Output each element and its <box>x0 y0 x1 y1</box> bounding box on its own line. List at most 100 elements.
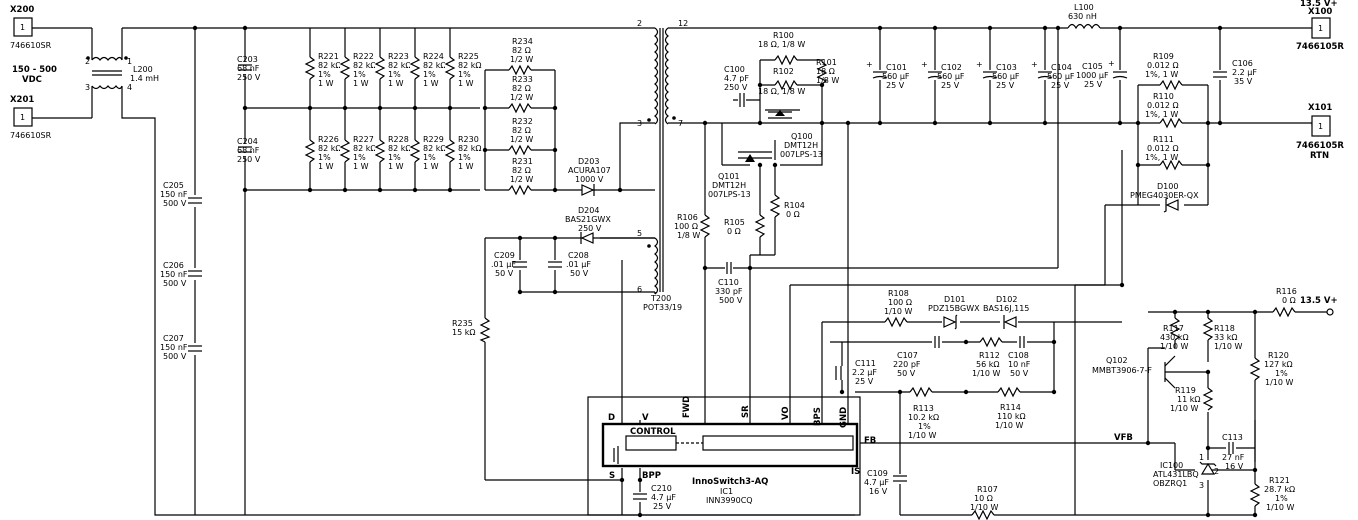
transistor-q102: Q102 MMBT3906-7-F <box>1092 355 1176 389</box>
svg-text:250 V: 250 V <box>578 224 602 233</box>
svg-text:50 V: 50 V <box>1010 369 1029 378</box>
cap-c209: C209 .01 µF 50 V <box>491 251 527 278</box>
value-label: 1 W <box>388 162 404 171</box>
svg-text:R104: R104 <box>784 201 805 210</box>
svg-text:+: + <box>921 60 928 69</box>
svg-text:3: 3 <box>1199 481 1204 490</box>
value-label: 1 W <box>353 162 369 171</box>
svg-text:C110: C110 <box>718 278 739 287</box>
svg-text:INN3990CQ: INN3990CQ <box>706 496 753 505</box>
svg-text:1/10 W: 1/10 W <box>1170 404 1199 413</box>
svg-text:1/8 W: 1/8 W <box>677 231 700 240</box>
svg-text:C204: C204 <box>237 137 258 146</box>
ref-label: R221 <box>318 52 339 61</box>
resistor-r109: R109 0.012 Ω 1%, 1 W <box>1145 52 1183 91</box>
value-label: 1% <box>318 70 331 79</box>
resistor-r117: R117 430 kΩ 1/10 W <box>1160 317 1189 351</box>
svg-text:1%: 1% <box>1275 494 1288 503</box>
svg-text:+: + <box>976 60 983 69</box>
svg-text:C100: C100 <box>724 65 745 74</box>
svg-text:C107: C107 <box>897 351 918 360</box>
svg-text:33 kΩ: 33 kΩ <box>1214 333 1237 342</box>
svg-text:10 nF: 10 nF <box>1008 360 1031 369</box>
diode-d100: D100 PMEG4030ER-QX <box>1130 182 1199 213</box>
svg-text:R100: R100 <box>773 31 794 40</box>
cap-c106: C106 2.2 µF 35 V <box>1213 59 1257 86</box>
value-label: 25 V <box>886 81 905 90</box>
svg-text:16 V: 16 V <box>869 487 888 496</box>
svg-text:T200: T200 <box>650 294 671 303</box>
svg-text:0.012 Ω: 0.012 Ω <box>1147 61 1179 70</box>
value-label: 82 kΩ <box>458 61 481 70</box>
svg-text:1%: 1% <box>1275 369 1288 378</box>
svg-text:007LPS-13: 007LPS-13 <box>708 190 751 199</box>
svg-text:.01 µF: .01 µF <box>491 260 516 269</box>
svg-text:5: 5 <box>637 229 642 238</box>
svg-text:1/10 W: 1/10 W <box>970 503 999 512</box>
svg-text:13.5 V+: 13.5 V+ <box>1300 296 1338 306</box>
svg-text:2.2 µF: 2.2 µF <box>852 368 877 377</box>
svg-text:DMT12H: DMT12H <box>784 141 818 150</box>
svg-text:2: 2 <box>637 19 642 28</box>
svg-text:150 nF: 150 nF <box>160 343 188 352</box>
svg-text:13.5 V+: 13.5 V+ <box>1300 0 1338 9</box>
svg-text:C207: C207 <box>163 334 184 343</box>
svg-text:C206: C206 <box>163 261 184 270</box>
svg-text:D102: D102 <box>996 295 1017 304</box>
ref-label: C101 <box>886 63 907 72</box>
connector-x100: 1 13.5 V+ X100 7466105R <box>1296 0 1344 52</box>
mosfet-q101: Q101 DMT12H 007LPS-13 <box>708 151 772 199</box>
svg-text:18 Ω, 1/8 W: 18 Ω, 1/8 W <box>758 40 805 49</box>
svg-text:1: 1 <box>1199 453 1204 462</box>
svg-text:BAS16J,115: BAS16J,115 <box>983 304 1029 313</box>
svg-text:1/10 W: 1/10 W <box>1266 503 1295 512</box>
resistor-r114: R114 110 kΩ 1/10 W <box>995 386 1026 430</box>
svg-text:500 V: 500 V <box>163 279 187 288</box>
resistor-r105: R105 0 Ω <box>724 214 766 238</box>
ref-label: R228 <box>388 135 409 144</box>
svg-text:10 Ω: 10 Ω <box>974 494 993 503</box>
resistor-r113: R113 10.2 kΩ 1% 1/10 W <box>908 386 939 440</box>
svg-text:16 V: 16 V <box>1225 462 1244 471</box>
ref-label: X200 <box>10 5 34 15</box>
svg-text:IS: IS <box>851 467 860 477</box>
svg-text:1/10 W: 1/10 W <box>884 307 913 316</box>
svg-text:GND: GND <box>839 407 849 428</box>
svg-text:BAS21GWX: BAS21GWX <box>565 215 611 224</box>
cap-c203: C203 68 nF 250 V <box>237 55 261 82</box>
input-voltage-line2: VDC <box>22 75 42 85</box>
svg-text:VO: VO <box>781 406 791 420</box>
svg-text:+: + <box>1031 60 1038 69</box>
svg-text:InnoSwitch3-AQ: InnoSwitch3-AQ <box>692 477 768 487</box>
value-label: 82 kΩ <box>458 144 481 153</box>
svg-text:+: + <box>1108 59 1115 68</box>
svg-text:1%, 1 W: 1%, 1 W <box>1145 110 1178 119</box>
svg-text:C111: C111 <box>855 359 876 368</box>
svg-text:L200: L200 <box>133 65 153 74</box>
svg-text:D204: D204 <box>578 206 599 215</box>
cap-c204: C204 68 nF 250 V <box>237 137 261 164</box>
svg-text:R102: R102 <box>773 67 794 76</box>
svg-text:2.2 µF: 2.2 µF <box>1232 68 1257 77</box>
svg-text:IC1: IC1 <box>720 487 733 496</box>
svg-text:R111: R111 <box>1153 135 1174 144</box>
svg-text:V: V <box>642 413 649 423</box>
svg-text:7466105R: 7466105R <box>1296 141 1344 151</box>
value-label: 1 W <box>458 79 474 88</box>
ref-label: R229 <box>423 135 444 144</box>
svg-text:1/10 W: 1/10 W <box>1265 378 1294 387</box>
value-label: 1 W <box>353 79 369 88</box>
svg-text:L100: L100 <box>1074 3 1094 12</box>
pin-label: 1 <box>20 113 25 122</box>
resistor-r112: R112 56 kΩ 1/10 W <box>972 336 1003 378</box>
ref-label: R231 <box>512 157 533 166</box>
svg-text:R118: R118 <box>1214 324 1235 333</box>
resistor-r235: R235 15 kΩ <box>452 317 491 343</box>
